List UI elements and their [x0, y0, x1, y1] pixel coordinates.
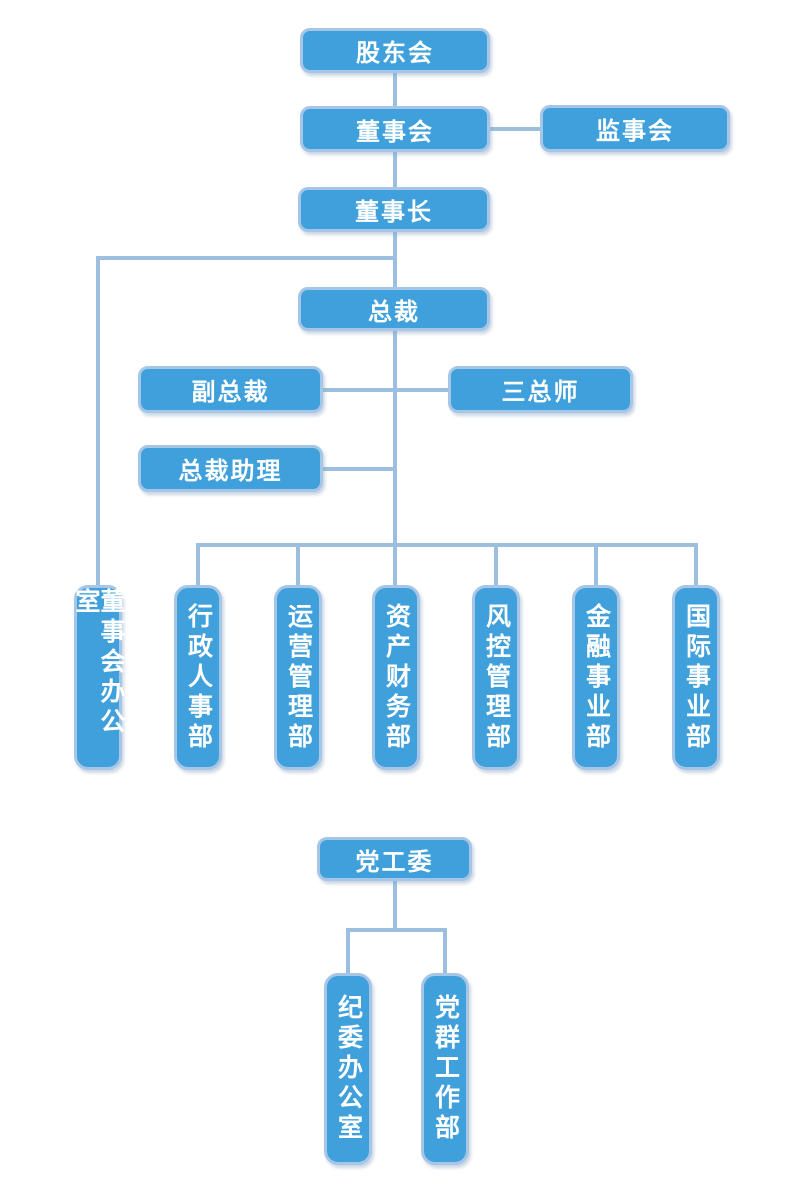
- connector-departments-distributor: [196, 543, 698, 547]
- node-dept-asset-finance-label: 资产财务部: [382, 602, 411, 753]
- node-discipline-office-label: 纪委办公室: [334, 994, 363, 1144]
- node-dept-asset-finance: 资产财务部: [372, 585, 420, 770]
- node-chairman-label: 董事长: [355, 199, 433, 226]
- node-dept-risk-control-label: 风控管理部: [482, 602, 511, 753]
- node-president-assistant: 总裁助理: [138, 445, 323, 492]
- node-discipline-office: 纪委办公室: [324, 973, 372, 1165]
- node-dept-admin-hr: 行政人事部: [174, 585, 222, 770]
- node-president-label: 总裁: [368, 298, 420, 326]
- connector-drop-dept-6: [694, 543, 698, 587]
- node-party-mass-work-dept-label: 党群工作部: [431, 994, 460, 1144]
- connector-vp-chiefs: [321, 388, 450, 392]
- connector-drop-dept-1: [196, 543, 200, 587]
- node-party-mass-work-dept: 党群工作部: [421, 973, 469, 1165]
- node-dept-board-office-label: 董事会办公室: [72, 588, 125, 738]
- connector-chairman-boardoffice-h: [96, 256, 395, 260]
- connector-president-trunk: [393, 329, 397, 586]
- node-vice-president: 副总裁: [138, 366, 323, 413]
- connector-chairman-president: [393, 230, 397, 289]
- node-board-of-directors: 董事会: [300, 106, 490, 152]
- connector-shareholders-board: [393, 73, 397, 108]
- node-dept-financial-business: 金融事业部: [572, 585, 620, 770]
- node-party-work-committee: 党工委: [317, 837, 472, 881]
- node-shareholders: 股东会: [300, 28, 490, 73]
- connector-drop-party-0: [346, 928, 350, 975]
- connector-board-chairman: [393, 150, 397, 189]
- connector-party-trunk: [393, 879, 397, 930]
- connector-boardoffice-v: [96, 256, 100, 586]
- node-three-chief-engineers: 三总师: [448, 366, 633, 413]
- node-supervisory-board: 监事会: [540, 105, 730, 152]
- node-dept-board-office: 董事会办公室: [72, 585, 125, 770]
- node-dept-international-business-label: 国际事业部: [682, 602, 711, 753]
- node-president: 总裁: [298, 287, 490, 331]
- connector-drop-dept-2: [296, 543, 300, 587]
- node-dept-operations: 运营管理部: [274, 585, 322, 770]
- connector-drop-party-1: [443, 928, 447, 975]
- node-dept-operations-label: 运营管理部: [284, 602, 313, 753]
- connector-assistant-trunk: [321, 467, 394, 471]
- connector-board-supervisory: [488, 127, 542, 131]
- connector-drop-dept-5: [594, 543, 598, 587]
- node-party-committee-label: 党工委: [355, 848, 434, 876]
- node-dept-risk-control: 风控管理部: [472, 585, 520, 770]
- node-chairman: 董事长: [298, 187, 490, 232]
- node-three-chiefs-label: 三总师: [501, 379, 580, 406]
- node-vice-president-label: 副总裁: [191, 379, 270, 406]
- node-shareholders-label: 股东会: [356, 40, 434, 67]
- node-dept-international-business: 国际事业部: [672, 585, 720, 770]
- node-board-label: 董事会: [356, 118, 434, 146]
- connector-drop-dept-4: [494, 543, 498, 587]
- connector-party-distributor: [346, 928, 447, 932]
- node-supervisory-label: 监事会: [596, 118, 674, 145]
- node-president-assistant-label: 总裁助理: [178, 458, 283, 485]
- node-dept-financial-business-label: 金融事业部: [582, 602, 611, 753]
- node-dept-admin-hr-label: 行政人事部: [184, 602, 213, 753]
